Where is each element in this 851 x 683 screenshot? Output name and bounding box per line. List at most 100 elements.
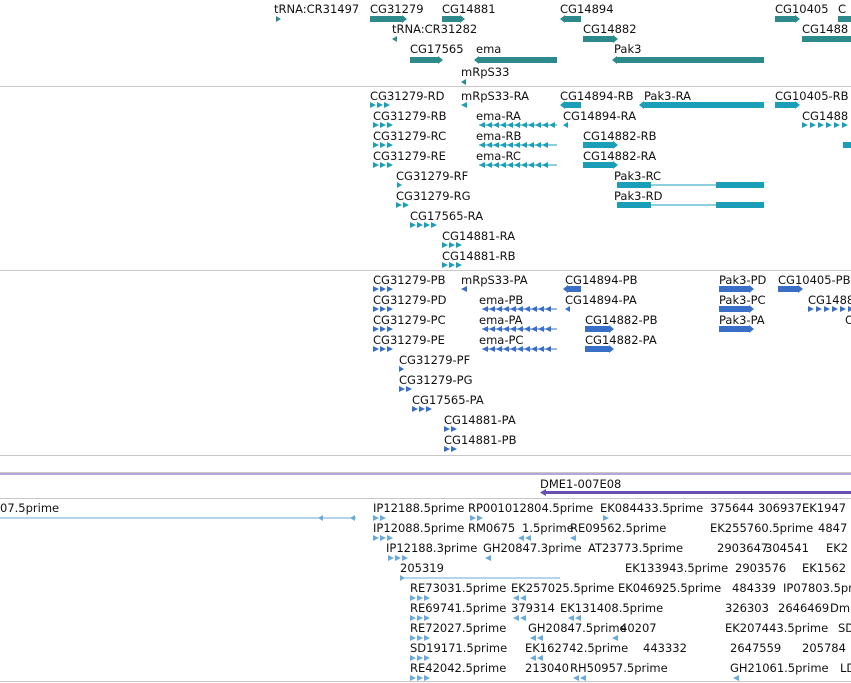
feature-label: 213040: [525, 661, 569, 675]
feature-bar: [585, 326, 609, 332]
strand-arrow: [380, 286, 386, 292]
strand-arrow: [503, 306, 509, 312]
strand-arrow: [848, 306, 851, 312]
strand-arrow: [417, 675, 423, 681]
feature-label: ema-PC: [479, 333, 523, 347]
feature-label: Pak3-PA: [719, 313, 765, 327]
feature-label: RE42042.5prime: [410, 661, 506, 675]
feature-label: CG14882-PA: [585, 333, 657, 347]
feature-label: 2646469: [778, 601, 829, 615]
strand-arrow: [570, 535, 576, 541]
feature-label: RE73031.5prime: [410, 581, 506, 595]
feature-label: ema: [476, 42, 501, 56]
feature-bar: [617, 202, 651, 208]
strand-arrow: [417, 635, 423, 641]
strand-arrow: [528, 122, 534, 128]
strand-arrow: [424, 222, 430, 228]
feature-label: CG31279-PD: [373, 293, 447, 307]
feature-label: Dm: [830, 601, 850, 615]
strand-arrow: [474, 56, 479, 64]
strand-arrow: [373, 535, 379, 541]
strand-arrow: [489, 346, 495, 352]
track-divider: [0, 681, 851, 682]
track-divider: [0, 455, 851, 456]
strand-arrow: [545, 346, 551, 352]
strand-arrow: [568, 615, 574, 621]
strand-arrow: [517, 326, 523, 332]
strand-arrow: [373, 162, 379, 168]
strand-arrow: [530, 655, 536, 661]
feature-label: ema-RC: [476, 149, 521, 163]
strand-arrow: [542, 142, 548, 148]
strand-arrow: [609, 325, 614, 333]
strand-arrow: [496, 306, 502, 312]
strand-arrow: [373, 326, 379, 332]
feature-label: EK046925.5prime: [618, 581, 721, 595]
strand-arrow: [470, 515, 476, 521]
strand-arrow: [410, 222, 416, 228]
strand-arrow: [521, 162, 527, 168]
strand-arrow: [419, 406, 425, 412]
strand-arrow: [451, 426, 457, 432]
strand-arrow: [575, 615, 581, 621]
feature-label: CG10405-RB: [775, 89, 849, 103]
feature-label: CG14881-PA: [444, 413, 516, 427]
strand-arrow: [613, 141, 618, 149]
feature-label: ema-PB: [479, 293, 523, 307]
strand-arrow: [524, 306, 530, 312]
strand-arrow: [609, 345, 614, 353]
feature-label: Pak3-PC: [719, 293, 766, 307]
strand-arrow: [816, 306, 822, 312]
strand-arrow: [485, 555, 491, 561]
strand-arrow: [525, 535, 531, 541]
feature-label: GH20847.3prime: [483, 541, 582, 555]
feature-bar: [719, 306, 749, 312]
strand-arrow: [412, 406, 418, 412]
feature-label: IP12188.3prime: [386, 541, 477, 555]
feature-bar: [565, 102, 581, 108]
strand-arrow: [380, 122, 386, 128]
strand-arrow: [373, 122, 379, 128]
feature-label: ema-RA: [476, 109, 521, 123]
track-divider: [0, 86, 851, 87]
strand-arrow: [424, 675, 430, 681]
strand-arrow: [749, 305, 754, 313]
feature-label: RM0675: [468, 521, 515, 535]
strand-arrow: [507, 162, 513, 168]
feature-label: CG31279-PC: [373, 313, 446, 327]
strand-arrow: [380, 162, 386, 168]
feature-label: mRpS33-PA: [461, 273, 528, 287]
feature-label: Pak3-RC: [614, 169, 661, 183]
strand-arrow: [387, 535, 393, 541]
strand-arrow: [639, 101, 644, 109]
feature-label: 205319: [400, 561, 444, 575]
strand-arrow: [424, 635, 430, 641]
strand-arrow: [449, 242, 455, 248]
feature-label: ema-PA: [479, 313, 523, 327]
strand-arrow: [810, 122, 816, 128]
strand-arrow: [503, 326, 509, 332]
feature-label: EK162742.5prime: [525, 641, 628, 655]
strand-arrow: [482, 346, 488, 352]
feature-label: CG31279-RF: [396, 169, 468, 183]
strand-arrow: [486, 142, 492, 148]
feature-label: EK257025.5prime: [511, 581, 614, 595]
track-divider: [0, 498, 851, 499]
strand-arrow: [537, 655, 543, 661]
strand-arrow: [530, 635, 536, 641]
strand-arrow: [540, 489, 546, 496]
feature-label: Pak3-RA: [644, 89, 691, 103]
strand-arrow: [613, 35, 618, 43]
strand-arrow: [500, 122, 506, 128]
feature-label: EK207443.5prime: [725, 621, 828, 635]
strand-arrow: [380, 306, 386, 312]
feature-bar: [719, 326, 749, 332]
strand-arrow: [528, 162, 534, 168]
feature-label: CG31279-PB: [373, 273, 446, 287]
feature-label: mRpS33-RA: [461, 89, 529, 103]
strand-arrow: [521, 142, 527, 148]
feature-bar: [617, 182, 651, 188]
strand-arrow: [387, 122, 393, 128]
strand-arrow: [514, 162, 520, 168]
